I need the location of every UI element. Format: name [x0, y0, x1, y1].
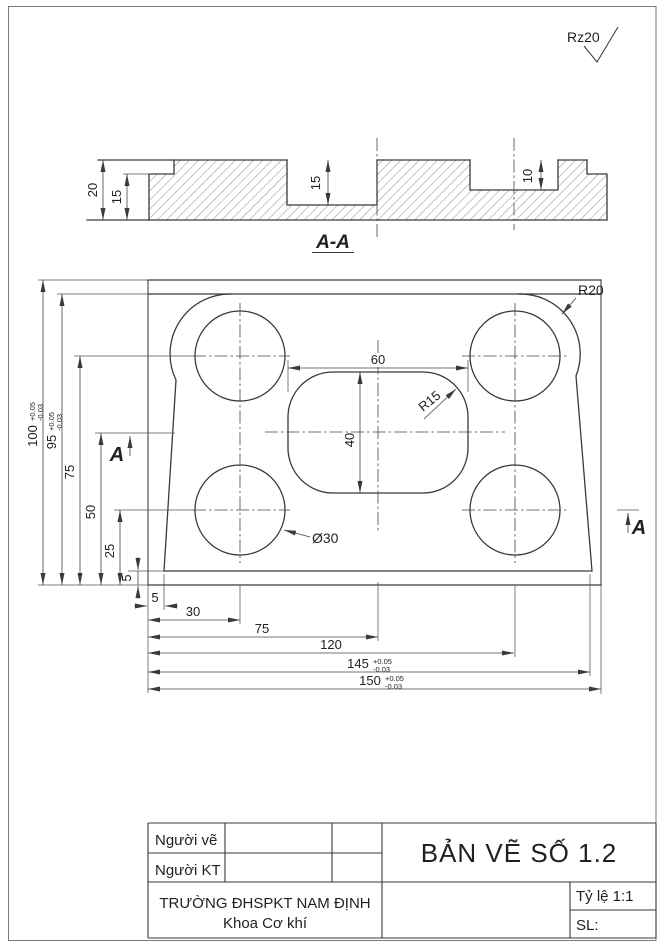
plan-holes [194, 310, 561, 556]
section-cut-arrows: A A [109, 436, 646, 539]
dim-100-tol-plus: +0.05 [28, 402, 37, 421]
plan-centerlines [193, 303, 568, 563]
dim-100-tol-minus: -0.03 [36, 404, 45, 421]
plan-vertical-dimensions: 100 +0.05 -0.03 95 +0.05 -0.03 75 50 25 … [25, 280, 141, 599]
dim-95-tol-minus: -0.03 [55, 414, 64, 431]
dim-95-label: 95 [44, 435, 59, 449]
roughness-check-icon [583, 26, 619, 63]
dim-60-label: 60 [371, 352, 385, 367]
scale-label: Tỷ lệ 1:1 [576, 888, 634, 905]
dim-25-label: 25 [102, 544, 117, 558]
dim-5h-label: 5 [151, 590, 158, 605]
checked-by-label: Người KT [155, 862, 221, 879]
dim-120-label: 120 [320, 637, 342, 652]
plan-view: 100 +0.05 -0.03 95 +0.05 -0.03 75 50 25 … [25, 279, 646, 694]
title-block: Người vẽ Người KT BẢN VẼ SỐ 1.2 TRƯỜNG Đ… [147, 822, 657, 939]
dim-30-label: 30 [186, 604, 200, 619]
school-name: TRƯỜNG ĐHSPKT NAM ĐỊNH [159, 895, 370, 912]
dim-145-label: 145 [347, 656, 369, 671]
plan-callouts: R20 Ø30 [283, 282, 604, 546]
section-view: 20 15 15 10 A-A [85, 138, 608, 254]
department-name: Khoa Cơ khí [223, 915, 308, 932]
plan-extension-lines [38, 279, 639, 694]
quantity-label: SL: [576, 917, 599, 934]
drawing-title: BẢN VẼ SỐ 1.2 [421, 838, 618, 868]
dim-10-label: 10 [520, 169, 535, 183]
section-outline [86, 159, 608, 221]
dim-75h-label: 75 [255, 621, 269, 636]
section-label: A-A [315, 232, 350, 253]
dim-60-mask [366, 354, 390, 367]
section-arrow-left-label: A [109, 444, 124, 466]
plan-horizontal-dimensions: 5 30 75 120 145 +0.05 -0.03 150 +0.05 -0… [134, 590, 601, 692]
dim-145-tol-minus: -0.03 [373, 665, 390, 674]
dim-20-label: 20 [85, 183, 100, 197]
radius-20-label: R20 [578, 282, 604, 298]
section-hatching [149, 160, 607, 220]
dim-75v-label: 75 [62, 465, 77, 479]
plan-outline [147, 279, 602, 586]
dim-40-label: 40 [342, 433, 357, 447]
section-dimensions: 20 15 15 10 [85, 160, 544, 220]
section-arrow-right-label: A [631, 517, 646, 539]
dim-5v-label: 5 [119, 574, 134, 581]
hole-diameter-label: Ø30 [312, 530, 339, 546]
surface-roughness-symbol: Rz20 [567, 26, 619, 63]
dim-50-label: 50 [83, 505, 98, 519]
dim-100-label: 100 [25, 425, 40, 447]
surface-roughness-label: Rz20 [567, 29, 600, 45]
title-block-grid [147, 822, 657, 939]
dim-150-tol-plus: +0.05 [385, 674, 404, 683]
dim-15-pocket-label: 15 [308, 176, 323, 190]
drawn-by-label: Người vẽ [155, 832, 217, 849]
radius-15-label: R15 [415, 388, 443, 415]
dim-150-label: 150 [359, 673, 381, 688]
dim-15-left-label: 15 [109, 190, 124, 204]
dim-95-tol-plus: +0.05 [47, 412, 56, 431]
page-border [8, 6, 657, 941]
dim-150-tol-minus: -0.03 [385, 682, 402, 691]
section-centerlines [376, 138, 515, 237]
dim-145-tol-plus: +0.05 [373, 657, 392, 666]
